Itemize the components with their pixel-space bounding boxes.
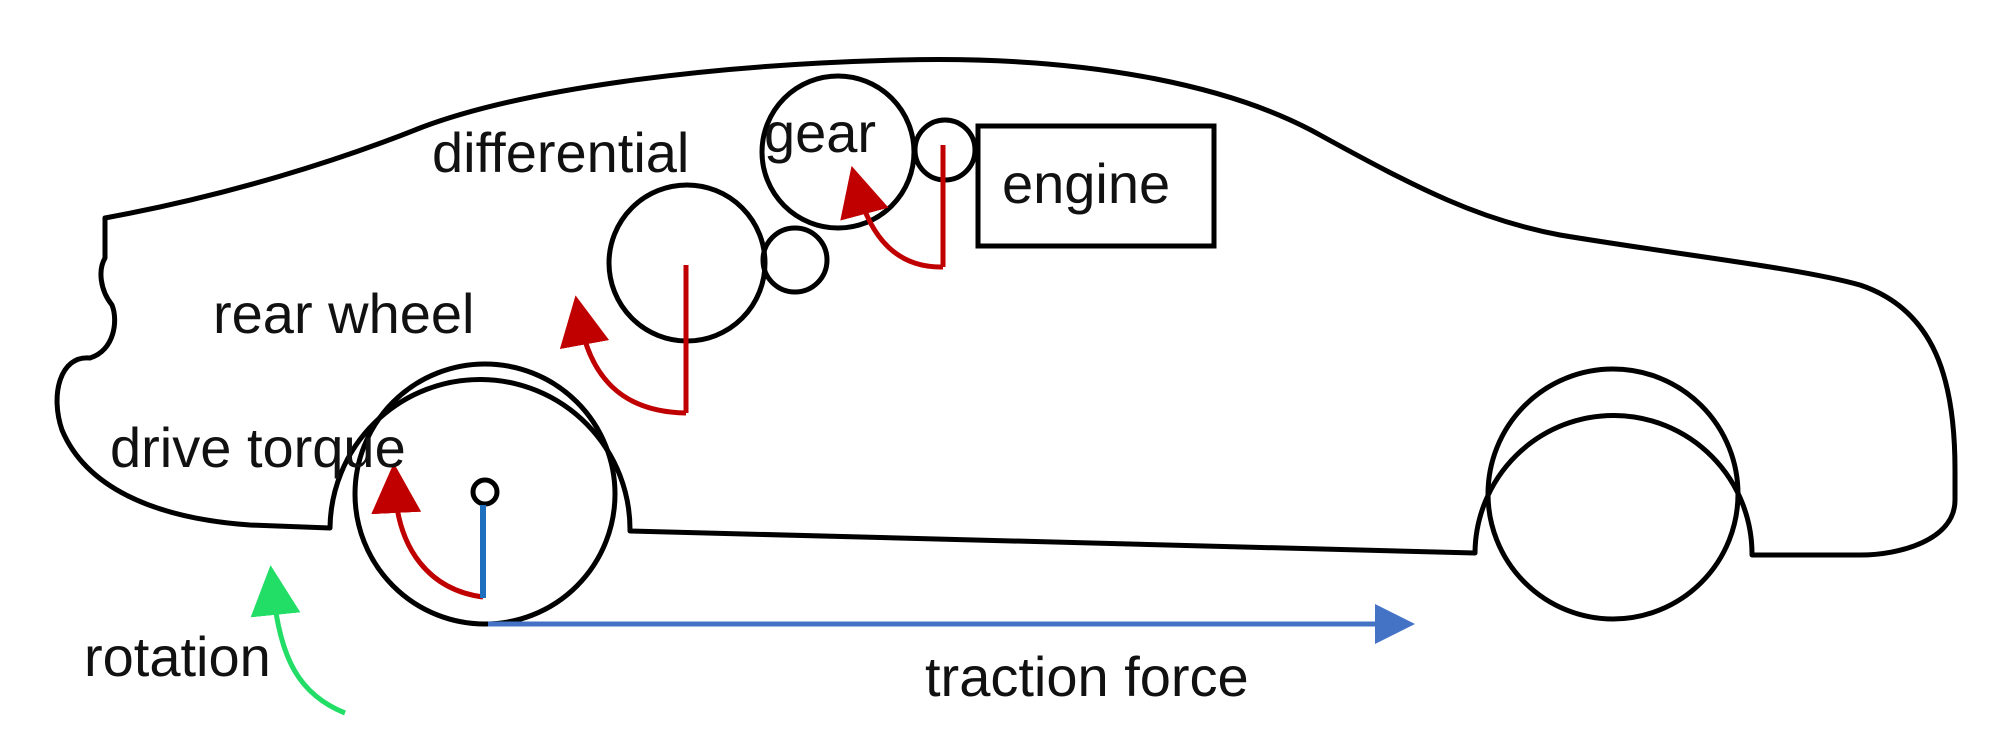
- small-pinion-gear: [760, 225, 830, 295]
- rotation-arrow: [250, 565, 346, 716]
- rear-wheel-hub-pin: [470, 477, 500, 507]
- label-differential: differential: [432, 121, 689, 184]
- engine-torque-arrow: [840, 165, 944, 270]
- label-gear: gear: [764, 101, 876, 164]
- label-traction-force: traction force: [925, 645, 1249, 708]
- wheel-drive-torque-arrow: [371, 463, 484, 600]
- engine-box: [975, 123, 1217, 249]
- label-engine: engine: [1002, 152, 1170, 215]
- differential-torque-arrow: [559, 295, 687, 416]
- label-drive-torque: drive torque: [110, 416, 406, 479]
- label-rotation: rotation: [84, 625, 271, 688]
- rear-wheel-tire: [352, 361, 618, 627]
- car-body-outline: [54, 57, 1958, 558]
- front-wheel-tire: [1485, 366, 1741, 622]
- label-rear-wheel: rear wheel: [213, 282, 474, 345]
